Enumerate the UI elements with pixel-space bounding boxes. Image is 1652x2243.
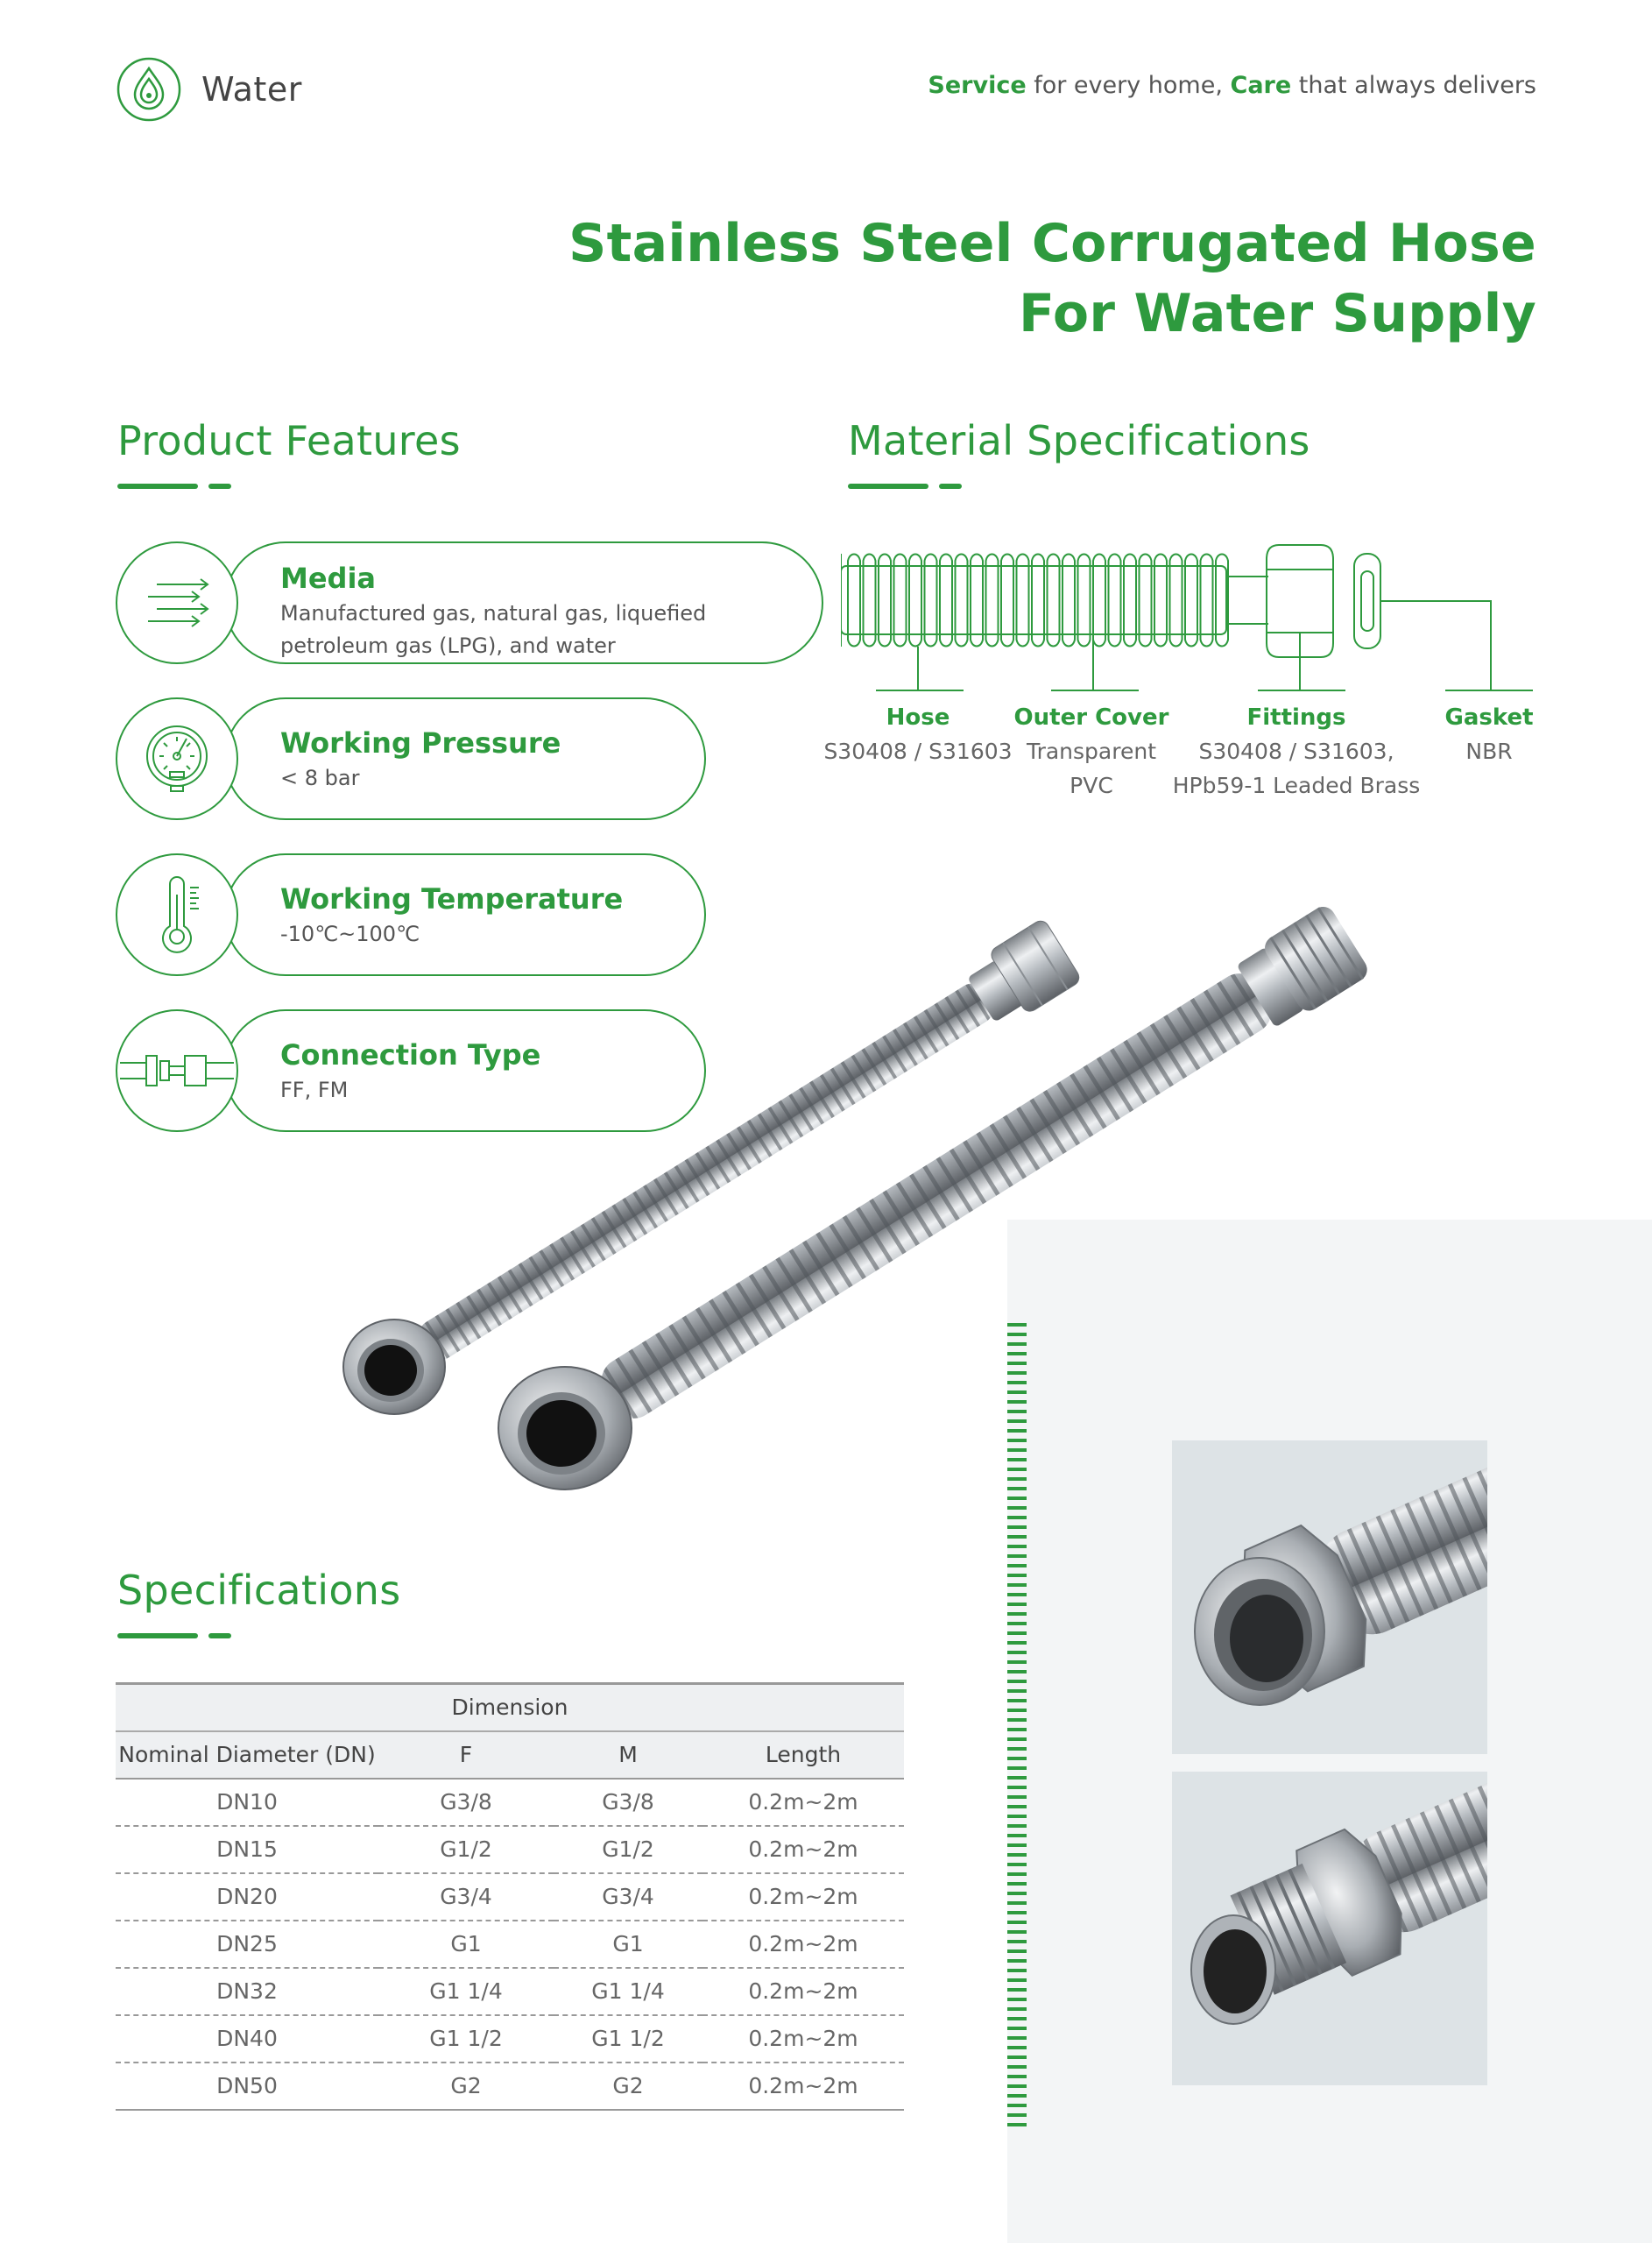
- material-name: Hose: [886, 704, 950, 731]
- cell-length: 0.2m~2m: [702, 2014, 904, 2063]
- feature-desc: Manufactured gas, natural gas, liquefied…: [280, 601, 707, 658]
- pipe-connector-icon: [120, 1055, 234, 1086]
- material-hose: Hose S30408 / S31603: [823, 701, 1012, 768]
- cell-m: G1: [554, 1920, 702, 1969]
- cell-m: G2: [554, 2062, 702, 2111]
- feature-desc: -10℃~100℃: [280, 922, 420, 946]
- cell-dn: DN10: [116, 1778, 378, 1827]
- col-m: M: [554, 1730, 702, 1780]
- cell-length: 0.2m~2m: [702, 1967, 904, 2016]
- cell-f: G1/2: [378, 1825, 554, 1874]
- cell-dn: DN25: [116, 1920, 378, 1969]
- cell-f: G1: [378, 1920, 554, 1969]
- cell-dn: DN50: [116, 2062, 378, 2111]
- water-drop-logo-icon: [116, 57, 181, 122]
- dimension-group-header: Dimension: [116, 1682, 904, 1732]
- cell-m: G3/4: [554, 1872, 702, 1921]
- cell-m: G1/2: [554, 1825, 702, 1874]
- cell-f: G1 1/2: [378, 2014, 554, 2063]
- material-value: S30408 / S31603,: [1198, 739, 1394, 764]
- material-name: Gasket: [1444, 704, 1534, 731]
- table-header-row: Nominal Diameter (DN) F M Length: [116, 1730, 904, 1780]
- tagline-text-2: that always delivers: [1291, 72, 1536, 99]
- material-value: HPb59-1 Leaded Brass: [1172, 773, 1421, 798]
- tagline: Service for every home, Care that always…: [928, 72, 1536, 99]
- feature-title: Connection Type: [280, 1038, 541, 1072]
- page-title: Stainless Steel Corrugated Hose For Wate…: [568, 209, 1536, 349]
- tagline-care: Care: [1230, 72, 1292, 99]
- material-value: Transparent: [1026, 739, 1156, 764]
- cell-length: 0.2m~2m: [702, 1778, 904, 1827]
- material-value: NBR: [1465, 739, 1513, 764]
- material-name: Fittings: [1246, 704, 1346, 731]
- features-heading: Product Features: [117, 417, 461, 464]
- col-length: Length: [702, 1730, 904, 1780]
- ruler-decoration: [1007, 1323, 1027, 2126]
- material-value: S30408 / S31603: [823, 739, 1013, 764]
- cell-dn: DN20: [116, 1872, 378, 1921]
- feature-title: Working Pressure: [280, 726, 561, 760]
- feature-title: Media: [280, 562, 377, 595]
- female-fitting-closeup-image: [1172, 1440, 1487, 1754]
- specifications-table: Dimension Nominal Diameter (DN) F M Leng…: [116, 1682, 904, 2111]
- material-gasket: Gasket NBR: [1444, 701, 1533, 768]
- title-line-1: Stainless Steel Corrugated Hose: [568, 213, 1536, 274]
- feature-desc: FF, FM: [280, 1078, 349, 1102]
- cell-m: G1 1/2: [554, 2014, 702, 2063]
- pressure-gauge-icon: [146, 725, 208, 792]
- arrows-icon: [148, 578, 209, 627]
- cell-m: G3/8: [554, 1778, 702, 1827]
- tagline-text-1: for every home,: [1026, 72, 1231, 99]
- cell-f: G3/8: [378, 1778, 554, 1827]
- brand-name: Water: [201, 70, 302, 109]
- product-hoses-image: [342, 906, 1367, 1490]
- material-outer-cover: Outer Cover Transparent PVC: [1014, 701, 1169, 803]
- cell-length: 0.2m~2m: [702, 1872, 904, 1921]
- cell-m: G1 1/4: [554, 1967, 702, 2016]
- thermometer-icon: [162, 876, 199, 953]
- material-value: PVC: [1070, 773, 1113, 798]
- cell-f: G3/4: [378, 1872, 554, 1921]
- cell-length: 0.2m~2m: [702, 1825, 904, 1874]
- table-group-header-row: Dimension: [116, 1682, 904, 1732]
- brand: Water: [116, 56, 302, 123]
- specs-heading: Specifications: [117, 1567, 401, 1614]
- cell-f: G1 1/4: [378, 1967, 554, 2016]
- cell-f: G2: [378, 2062, 554, 2111]
- hose-assembly-diagram: [841, 544, 1533, 691]
- materials-heading: Material Specifications: [848, 417, 1310, 464]
- material-name: Outer Cover: [1013, 704, 1169, 731]
- male-fitting-closeup-image: [1172, 1772, 1487, 2085]
- cell-length: 0.2m~2m: [702, 1920, 904, 1969]
- material-fittings: Fittings S30408 / S31603, HPb59-1 Leaded…: [1173, 701, 1420, 803]
- cell-dn: DN15: [116, 1825, 378, 1874]
- col-f: F: [378, 1730, 554, 1780]
- tagline-service: Service: [928, 72, 1027, 99]
- feature-desc: < 8 bar: [280, 766, 360, 790]
- cell-dn: DN40: [116, 2014, 378, 2063]
- col-nominal-diameter: Nominal Diameter (DN): [116, 1730, 378, 1780]
- title-line-2: For Water Supply: [1019, 283, 1536, 344]
- cell-dn: DN32: [116, 1967, 378, 2016]
- feature-title: Working Temperature: [280, 882, 624, 916]
- cell-length: 0.2m~2m: [702, 2062, 904, 2111]
